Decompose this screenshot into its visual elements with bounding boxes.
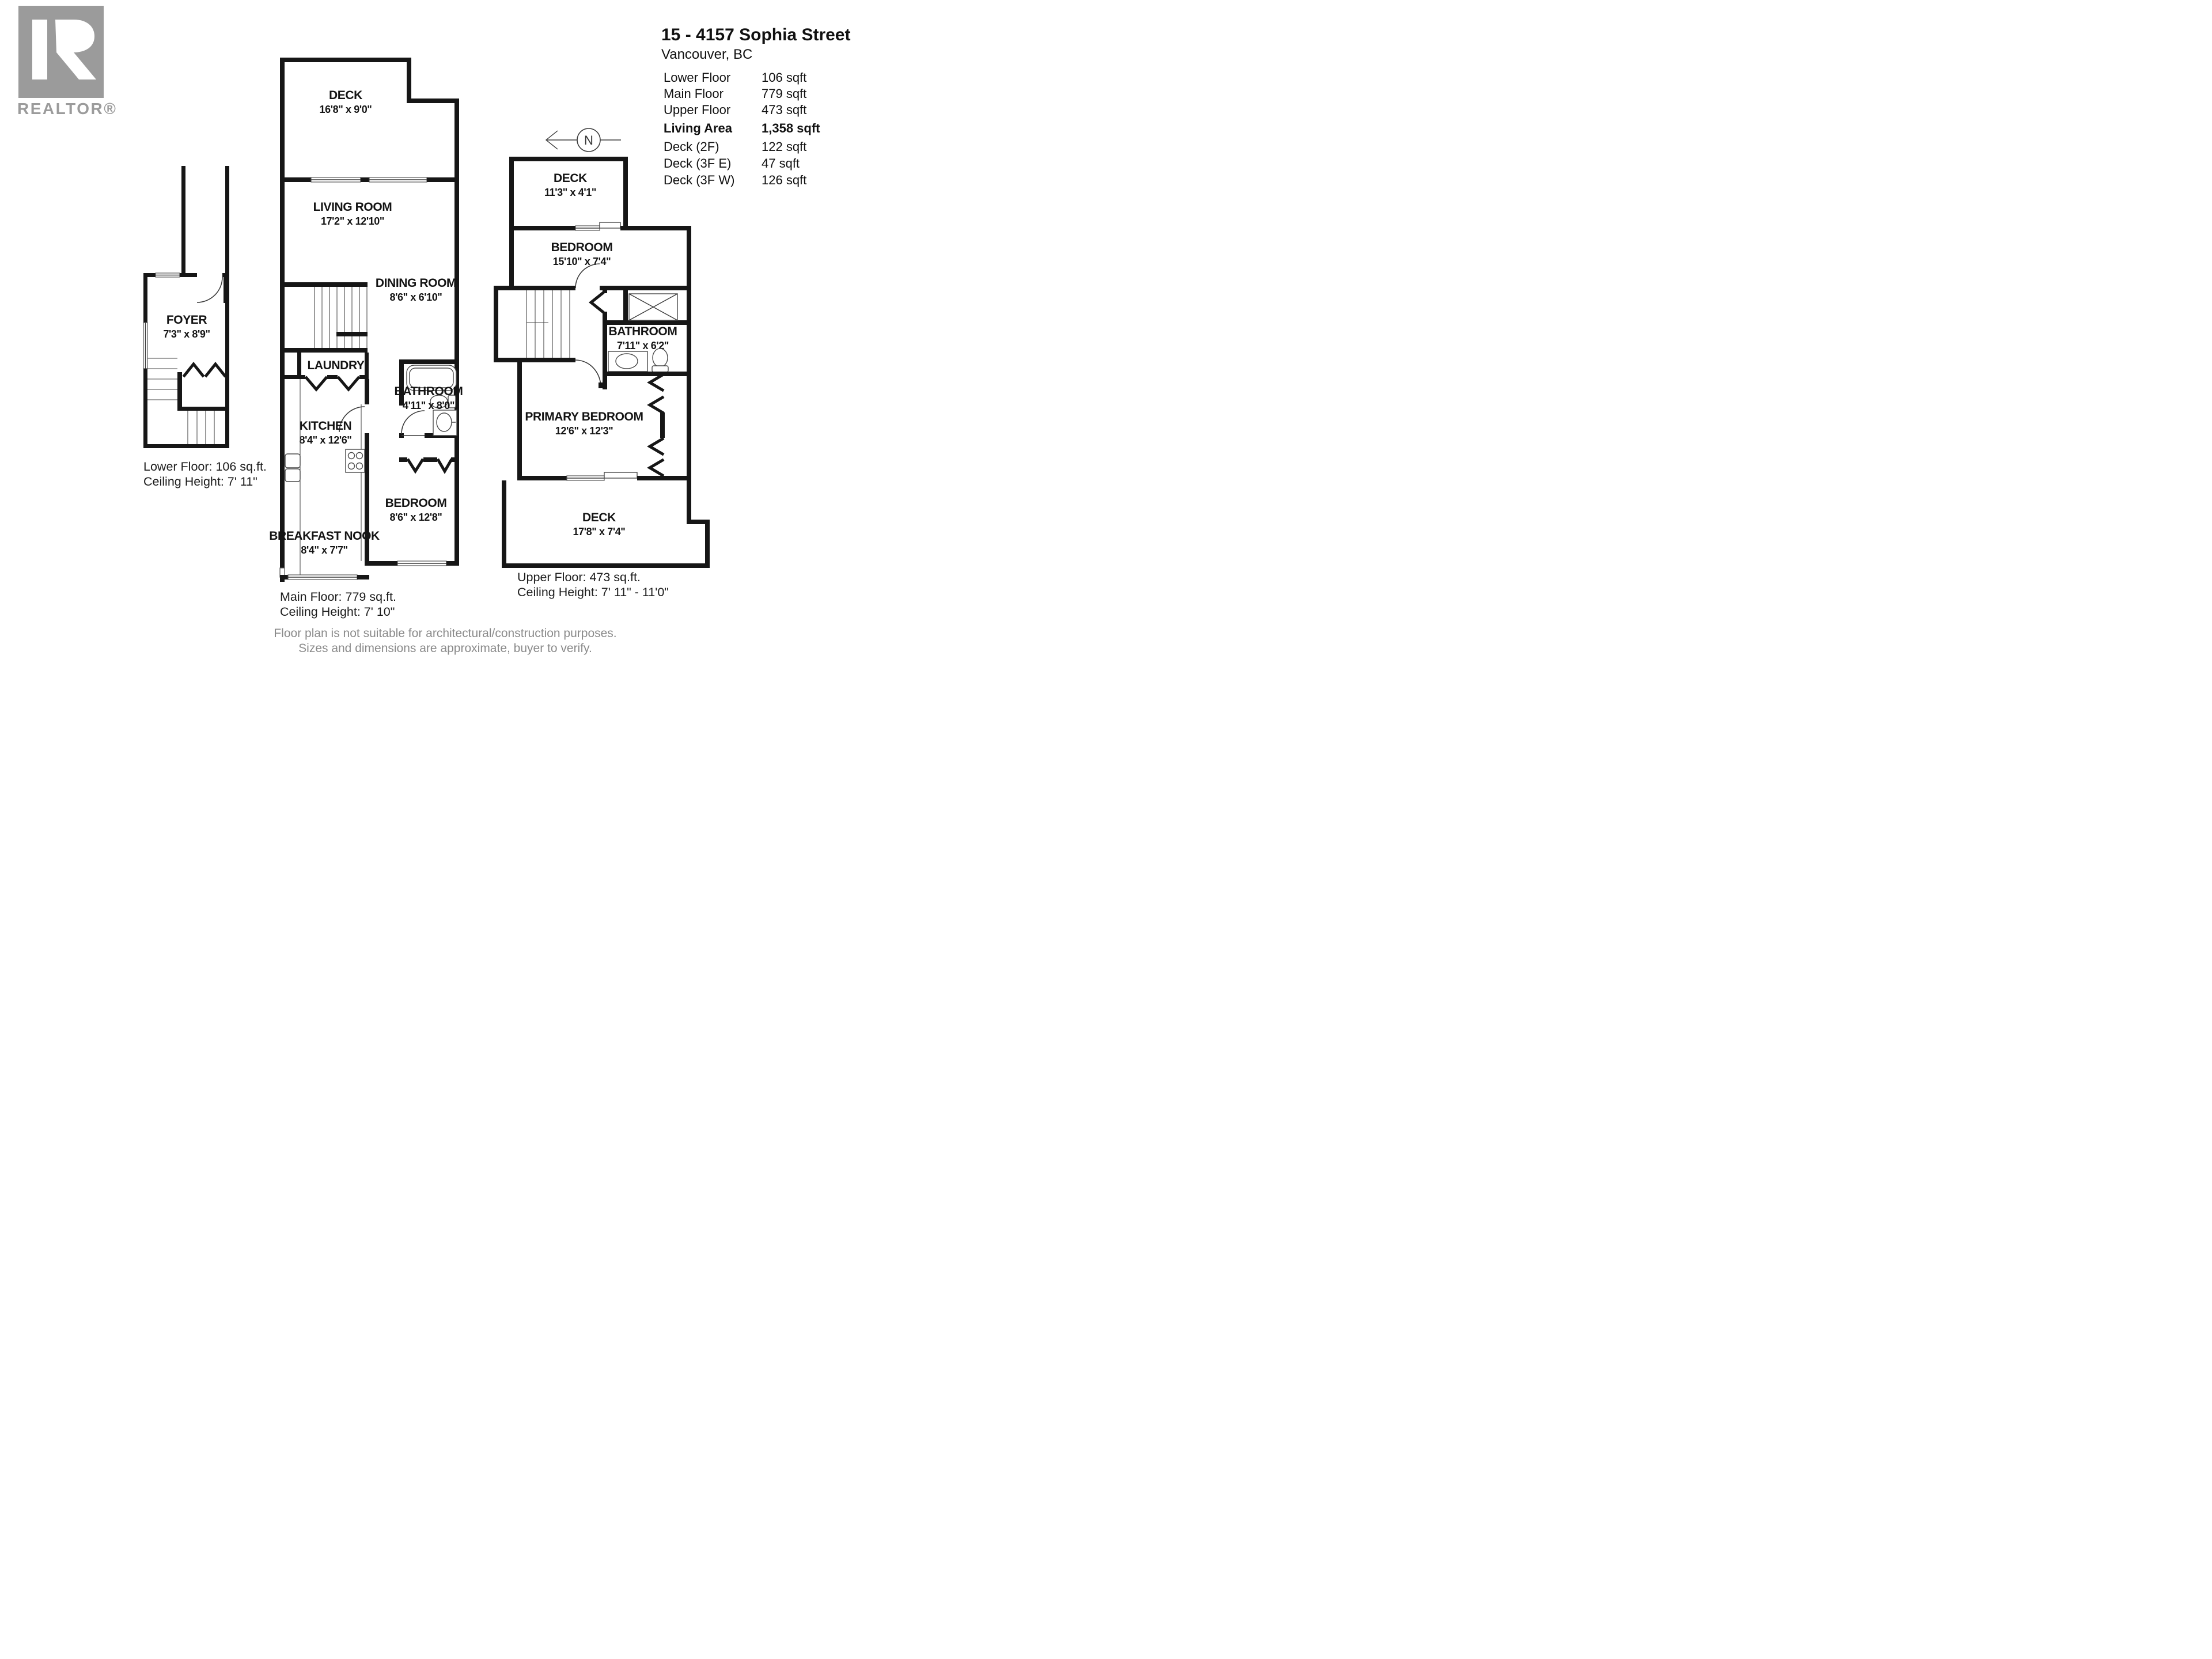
closet-door-chevron-icon [436, 458, 453, 474]
room-label-main-deck: DECK [329, 89, 362, 102]
room-dims-main-bedroom: 8'6" x 12'8" [390, 512, 442, 523]
kitchen-sink-icon [285, 453, 301, 482]
upper-floor-plan: DECK 11'3" x 4'1" BEDROOM 15'10" x 7'4" [494, 157, 710, 599]
room-dims-upper-bedroom: 15'10" x 7'4" [553, 256, 611, 267]
door-chevron-icon [588, 291, 605, 314]
area-row-value: 779 sqft [762, 86, 806, 101]
room-label-nook: BREAKFAST NOOK [269, 529, 380, 543]
room-label-upper-deck: DECK [554, 172, 587, 185]
room-label-dining: DINING ROOM [376, 276, 456, 290]
room-dims-rear-deck: 17'8" x 7'4" [573, 526, 626, 537]
area-row-label: Deck (3F E) [664, 156, 731, 171]
area-row-label-living: Living Area [664, 121, 733, 135]
room-dims-foyer: 7'3" x 8'9" [163, 328, 210, 340]
room-label-foyer: FOYER [166, 313, 207, 327]
room-label-upper-bath: BATHROOM [609, 325, 677, 338]
closet-door-chevron-icon [304, 376, 328, 392]
room-label-living: LIVING ROOM [313, 200, 392, 214]
caption-lower-area: Lower Floor: 106 sq.ft. [143, 460, 267, 474]
closet-door-chevron-icon [647, 458, 665, 478]
caption-main-area: Main Floor: 779 sq.ft. [280, 590, 396, 604]
floorplan-page: REALTOR® 15 - 4157 Sophia Street Vancouv… [0, 0, 891, 668]
area-row-value: 126 sqft [762, 173, 806, 187]
area-row-label: Main Floor [664, 86, 724, 101]
room-label-primary: PRIMARY BEDROOM [525, 410, 643, 423]
bathroom-sink-icon [433, 410, 457, 436]
area-row-label: Upper Floor [664, 103, 730, 117]
caption-main-ceiling: Ceiling Height: 7' 10" [280, 605, 395, 619]
area-row-label: Deck (2F) [664, 139, 719, 154]
room-label-kitchen: KITCHEN [300, 419, 352, 433]
room-dims-nook: 8'4" x 7'7" [301, 544, 347, 556]
caption-lower-ceiling: Ceiling Height: 7' 11" [143, 475, 257, 488]
closet-door-chevron-icon [406, 458, 425, 474]
room-dims-primary: 12'6" x 12'3" [555, 425, 613, 437]
closet-door-chevron-icon [647, 395, 665, 415]
area-row-label: Lower Floor [664, 70, 730, 85]
area-row-label: Deck (3F W) [664, 173, 734, 187]
main-floor-plan: DECK 16'8" x 9'0" LIVING ROOM 17'2" x 12… [269, 58, 463, 619]
area-row-value: 122 sqft [762, 139, 806, 154]
floorplan-canvas: REALTOR® 15 - 4157 Sophia Street Vancouv… [17, 6, 850, 655]
closet-door-chevron-icon [204, 361, 227, 378]
bathroom-sink-icon [608, 351, 648, 372]
room-dims-upper-bath: 7'11" x 6'2" [617, 340, 669, 351]
area-row-value: 473 sqft [762, 103, 806, 117]
closet-door-chevron-icon [336, 376, 361, 392]
north-arrow-icon: N [545, 128, 621, 152]
closet-door-chevron-icon [647, 373, 665, 392]
area-table: Lower Floor 106 sqft Main Floor 779 sqft… [664, 70, 820, 187]
room-label-main-bath: BATHROOM [395, 385, 463, 398]
caption-upper-ceiling: Ceiling Height: 7' 11" - 11'0" [517, 585, 669, 599]
realtor-logo-icon [18, 6, 104, 98]
lower-floor-plan: FOYER 7'3" x 8'9" Lower Floor: 106 sq.ft… [143, 166, 267, 488]
room-dims-upper-deck: 11'3" x 4'1" [544, 187, 596, 198]
area-row-value: 106 sqft [762, 70, 806, 85]
footer-disclaimer-line2: Sizes and dimensions are approximate, bu… [298, 642, 592, 655]
room-dims-dining: 8'6" x 6'10" [390, 291, 442, 303]
closet-door-chevron-icon [182, 361, 205, 378]
toilet-icon [652, 348, 669, 373]
closet-door-chevron-icon [647, 437, 665, 456]
area-row-value: 47 sqft [762, 156, 800, 171]
room-label-upper-bedroom: BEDROOM [551, 241, 613, 254]
caption-upper-area: Upper Floor: 473 sq.ft. [517, 570, 641, 584]
realtor-logo-text: REALTOR® [17, 100, 117, 118]
area-row-value-living: 1,358 sqft [762, 121, 820, 135]
bathtub-icon [406, 365, 457, 391]
room-dims-kitchen: 8'4" x 12'6" [300, 434, 352, 446]
stove-icon [345, 449, 365, 473]
footer-disclaimer-line1: Floor plan is not suitable for architect… [274, 627, 616, 640]
room-dims-living: 17'2" x 12'10" [321, 215, 384, 227]
shower-icon [628, 293, 678, 321]
room-label-rear-deck: DECK [582, 511, 616, 524]
room-label-main-bedroom: BEDROOM [385, 497, 447, 510]
page-subtitle: Vancouver, BC [661, 47, 752, 62]
room-label-laundry: LAUNDRY [307, 359, 364, 372]
room-dims-main-deck: 16'8" x 9'0" [320, 104, 372, 115]
toilet-icon [430, 395, 456, 408]
page-title: 15 - 4157 Sophia Street [661, 25, 850, 44]
north-label: N [584, 133, 593, 147]
room-dims-main-bath: 4'11" x 8'0" [403, 400, 454, 411]
